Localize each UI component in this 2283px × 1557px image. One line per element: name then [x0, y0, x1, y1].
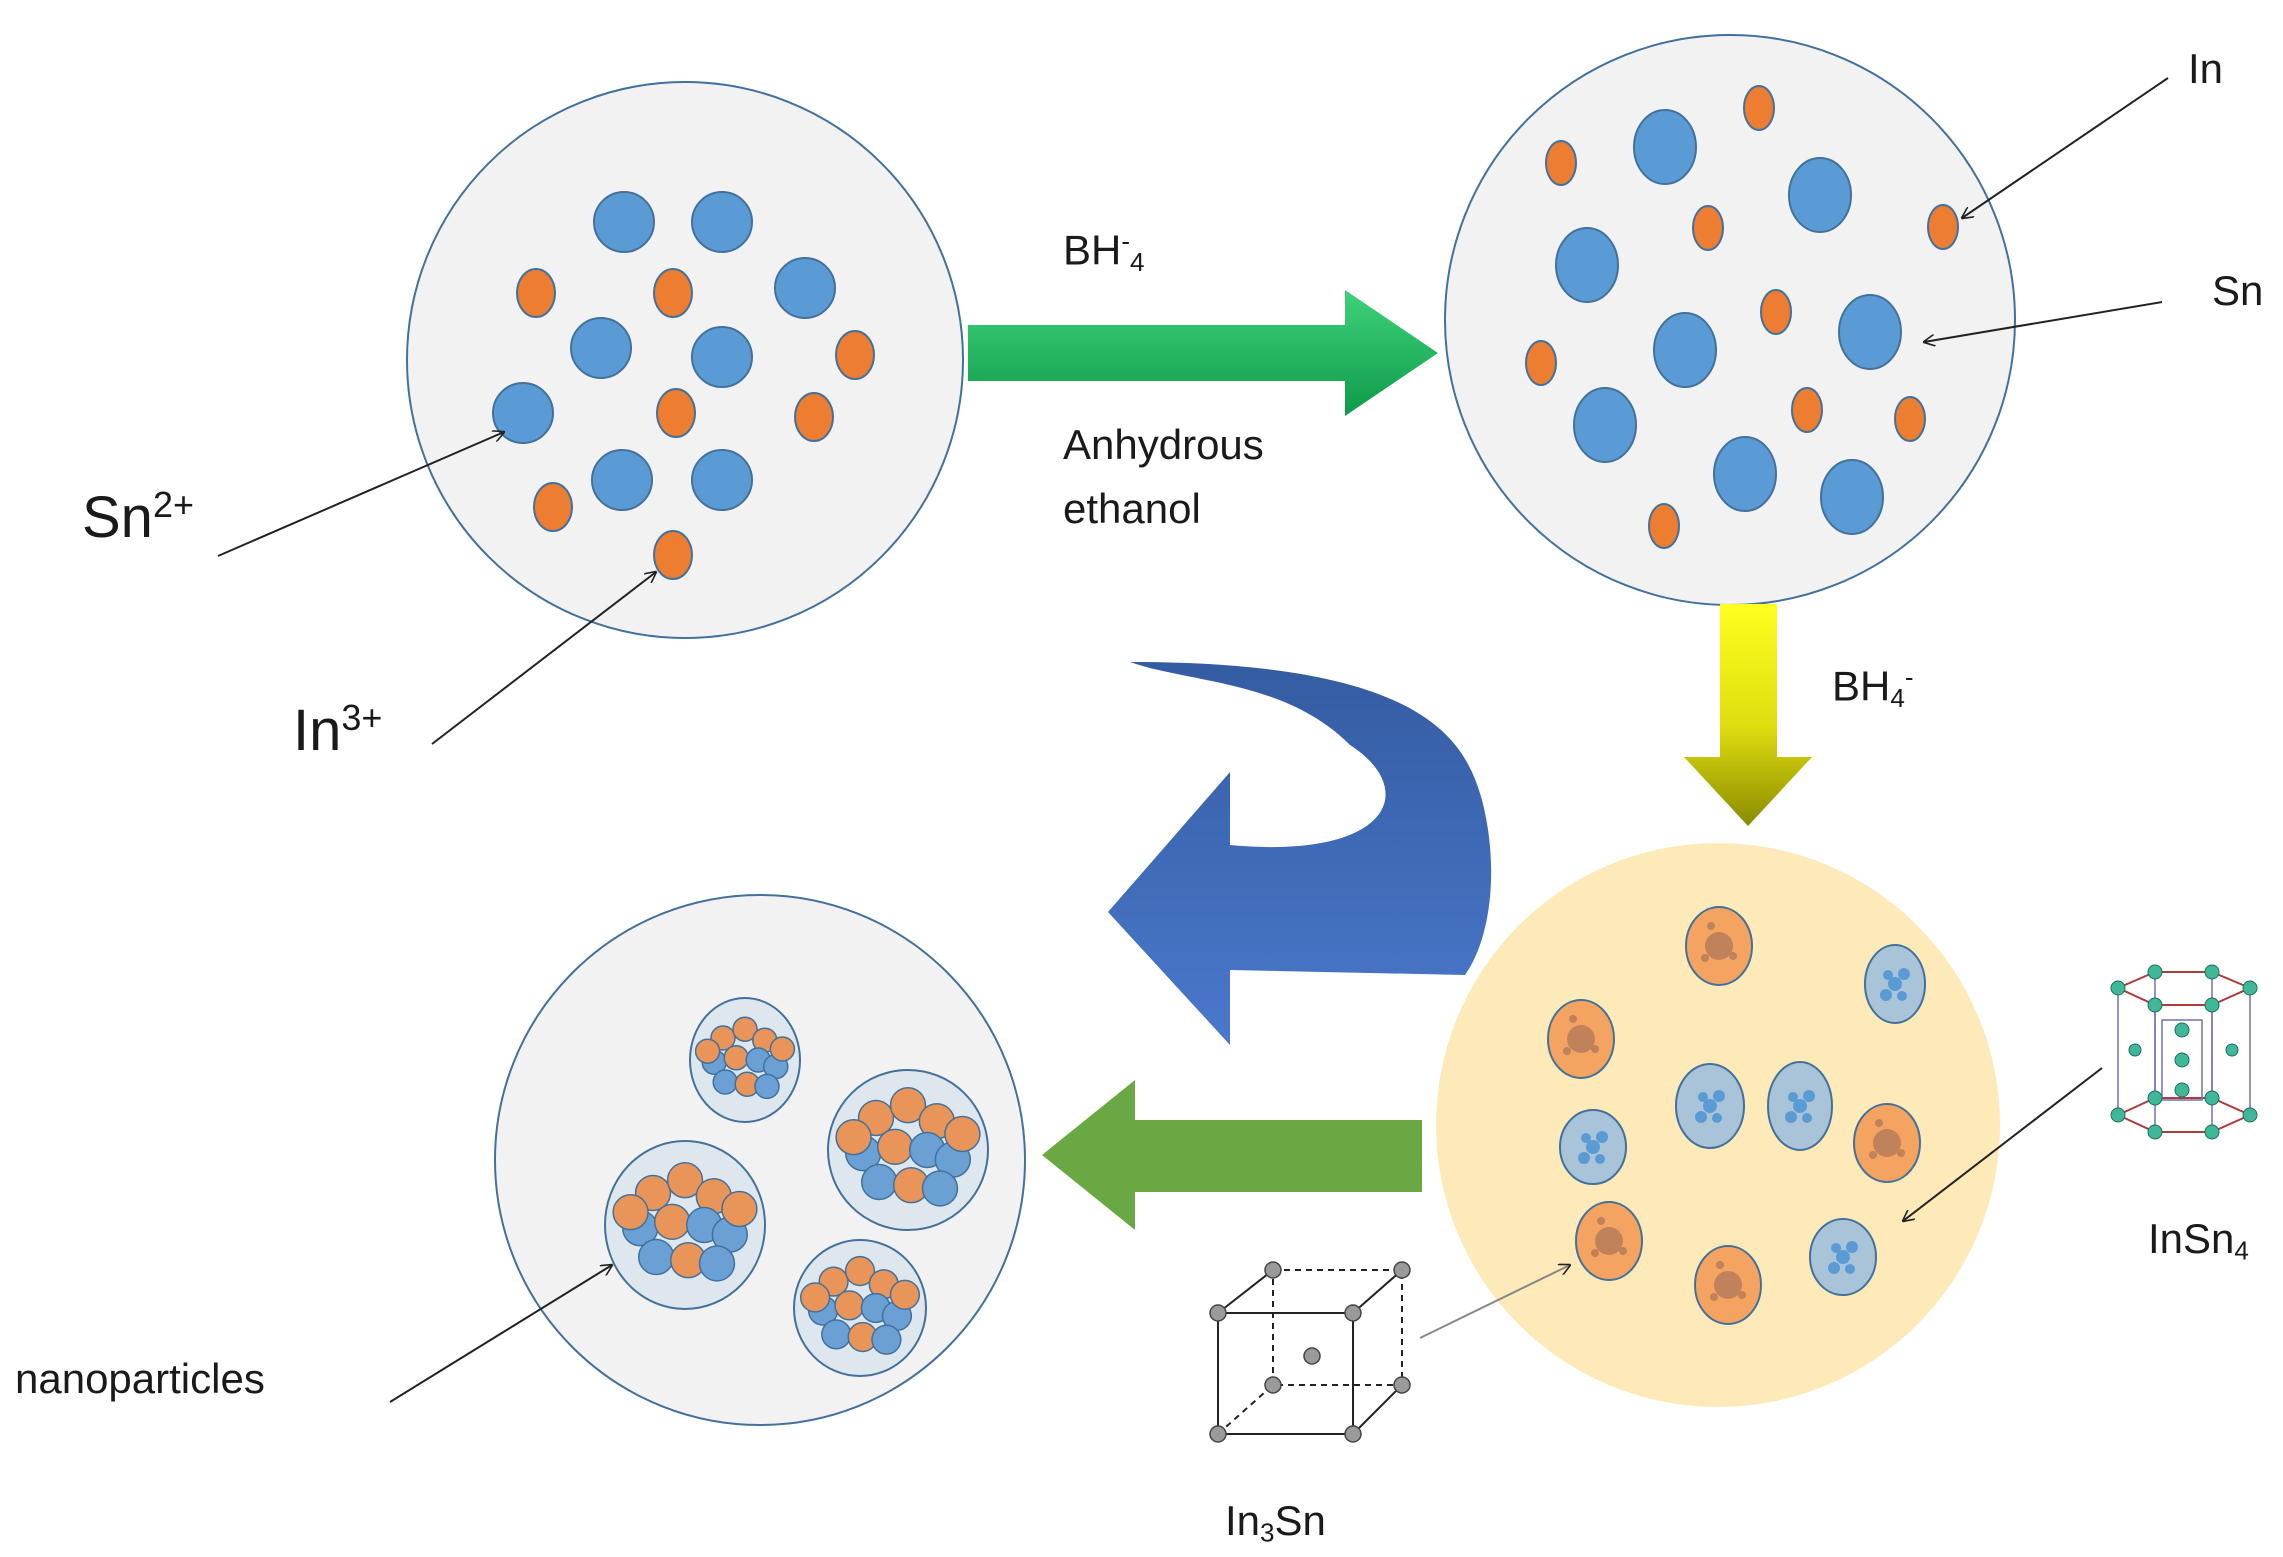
- insn4-particle: [712, 1069, 738, 1095]
- nanoparticle-circle: [494, 894, 1026, 1426]
- solvent-label-ethanol: ethanol: [1063, 485, 1201, 532]
- pointer-lines: [217, 77, 2169, 1403]
- yellow-reaction-arrow: [1684, 604, 1812, 826]
- nanoparticle-cluster: [604, 1140, 766, 1310]
- solvent-label-anhydrous: Anhydrous: [1063, 421, 1264, 468]
- in3sn-particle: [653, 1203, 691, 1241]
- insn4-particles: [1559, 944, 1926, 1296]
- intermetallic-circle: [1436, 843, 2000, 1407]
- in3sn-particle: [944, 1115, 981, 1153]
- in3sn-particle: [721, 1190, 758, 1228]
- olive-reaction-arrow: [1042, 1080, 1422, 1230]
- bh4-reagent-label-top: BH-4: [1063, 226, 1145, 277]
- nanoparticles-label: nanoparticles: [15, 1355, 265, 1402]
- insn4-particle: [698, 1245, 736, 1282]
- in3sn-particle: [889, 1279, 921, 1310]
- insn4-particle: [754, 1073, 780, 1100]
- sn-particles: [1555, 109, 1902, 535]
- sn-label: Sn: [2212, 267, 2264, 314]
- nanoparticle-cluster: [793, 1239, 927, 1377]
- nanoparticle-cluster: [689, 997, 801, 1123]
- nanoparticle-cluster: [827, 1069, 989, 1231]
- in3sn-particle: [694, 1038, 721, 1064]
- insn4-particle: [871, 1324, 902, 1355]
- in3sn-particle: [835, 1118, 872, 1156]
- in3sn-particle: [666, 1161, 704, 1199]
- in3sn-particle: [612, 1193, 649, 1231]
- in3sn-particle: [732, 1016, 758, 1042]
- ion-solution-circle: [406, 81, 964, 639]
- reduced-metal-circle: [1444, 34, 2016, 606]
- in3-ions: [516, 268, 875, 580]
- in-particles: [1525, 85, 1959, 549]
- in3sn-particle: [723, 1045, 749, 1071]
- insn4-particle: [921, 1170, 959, 1207]
- insn4-particle: [860, 1163, 898, 1201]
- sn2-label: Sn2+: [82, 484, 194, 550]
- sn2-ions: [492, 191, 836, 511]
- in3sn-particle: [834, 1290, 865, 1321]
- in3sn-label: In3Sn: [1225, 1497, 1326, 1548]
- insn4-unit-cell-icon: [2110, 964, 2258, 1140]
- in3sn-particle: [799, 1282, 831, 1313]
- in3sn-particle: [889, 1086, 927, 1124]
- insn4-particle: [821, 1319, 852, 1350]
- in3sn-particle: [769, 1036, 796, 1062]
- insn4-particle: [637, 1238, 675, 1276]
- in3sn-unit-cell-icon: [1209, 1261, 1411, 1443]
- in3sn-particles: [1547, 906, 1921, 1325]
- in3sn-particle: [876, 1128, 914, 1166]
- insn4-label: InSn4: [2148, 1215, 2249, 1266]
- bh4-reagent-label-right: BH4-: [1832, 662, 1914, 713]
- curved-process-arrow: [1108, 568, 1492, 1045]
- in3-label: In3+: [293, 697, 383, 763]
- nanoparticle-cluster: [604, 997, 989, 1377]
- in-label: In: [2188, 45, 2224, 92]
- in3sn-particle: [844, 1255, 876, 1287]
- green-reaction-arrow: [968, 290, 1438, 416]
